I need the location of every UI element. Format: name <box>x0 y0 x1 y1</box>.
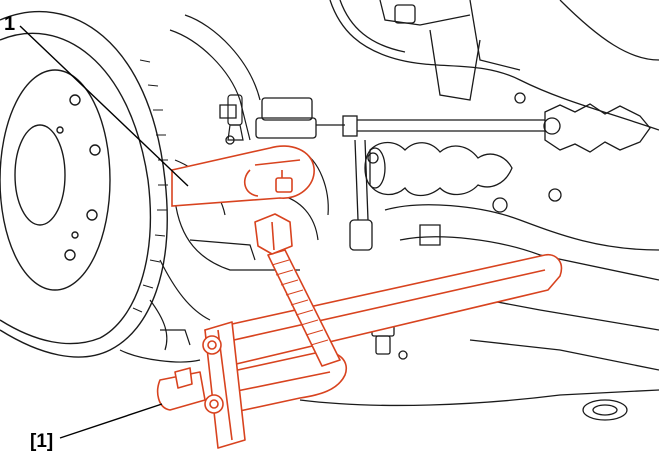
leader-lines <box>19 25 189 439</box>
steering-arm-part-1 <box>171 145 315 207</box>
tie-rod-icon <box>219 0 659 421</box>
brake-disc-hub-icon <box>0 11 168 358</box>
ball-joint-puller-tool <box>156 213 563 449</box>
leader-line-tool <box>59 403 163 439</box>
leader-line-1 <box>19 25 189 187</box>
callout-part-1: 1 <box>4 13 16 35</box>
callout-tool-1: [1] <box>30 431 54 452</box>
